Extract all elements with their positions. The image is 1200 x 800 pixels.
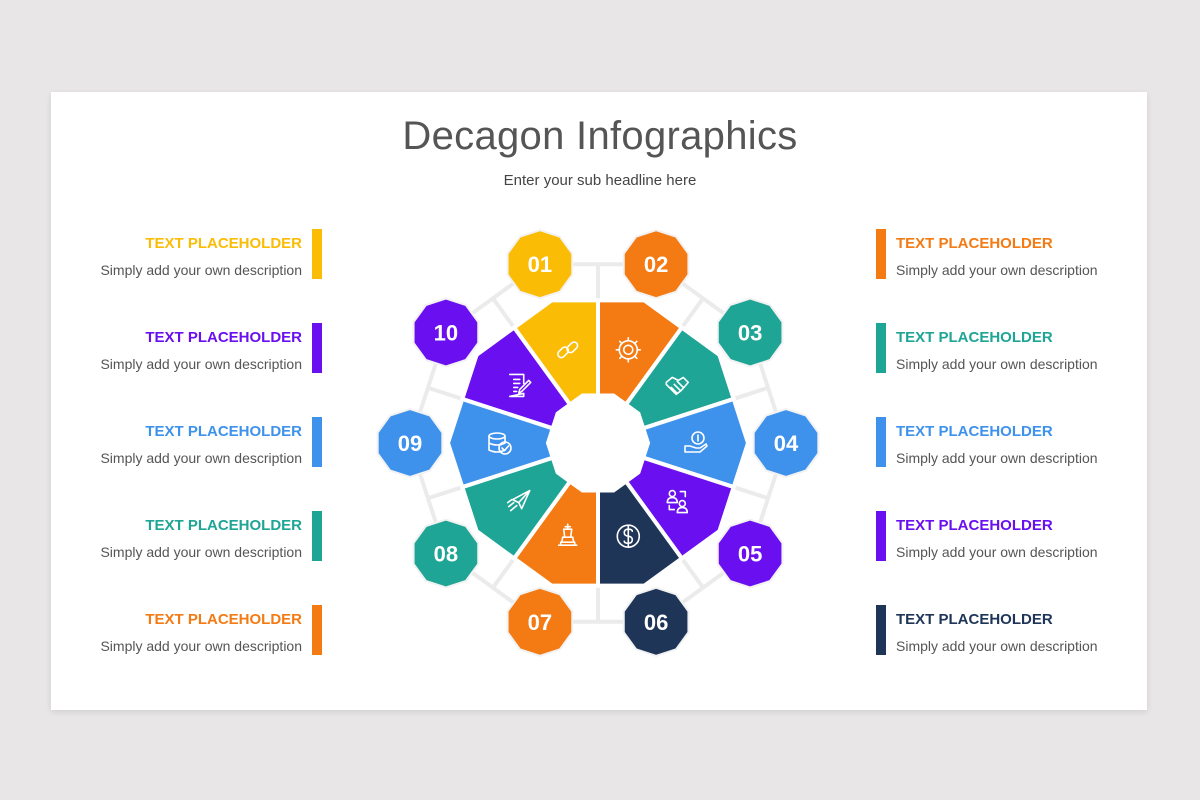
connector-line [427,385,463,401]
badge-number: 09 [398,431,422,456]
item-description: Simply add your own description [100,544,302,560]
page-subtitle: Enter your sub headline here [503,172,697,189]
item-title: TEXT PLACEHOLDER [896,611,1053,628]
color-bar [312,605,322,655]
badge-number: 07 [528,610,552,635]
badge-10: 10 [412,297,480,368]
gear-wrench-icon [615,336,642,363]
badge-decagon [622,229,690,300]
dollar-circle-icon [616,524,641,549]
color-bar [876,229,886,279]
connector-line [733,485,769,501]
color-bar [876,605,886,655]
item-description: Simply add your own description [100,262,302,278]
badge-number: 06 [644,610,668,635]
badge-08: 08 [412,518,480,589]
item-title: TEXT PLACEHOLDER [145,423,302,440]
item-title: TEXT PLACEHOLDER [145,611,302,628]
badge-01: 01 [506,229,574,300]
badge-decagon [716,297,784,368]
badge-decagon [412,297,480,368]
connector-line [680,297,705,329]
item-description: Simply add your own description [100,638,302,654]
badge-decagon [622,586,690,657]
badge-number: 10 [434,320,458,345]
badge-04: 04 [752,407,820,479]
color-bar [312,229,322,279]
paper-plane-icon [506,489,531,512]
page-title: Decagon Infographics [402,114,798,158]
item-title: TEXT PLACEHOLDER [896,329,1053,346]
right-item-4: TEXT PLACEHOLDER Simply add your own des… [876,511,1136,563]
right-item-3: TEXT PLACEHOLDER Simply add your own des… [876,417,1136,469]
badge-decagon [506,586,574,657]
connector-line [427,485,463,501]
badge-number: 05 [738,542,762,567]
document-edit-icon [508,373,532,398]
badge-number: 01 [528,252,552,277]
item-description: Simply add your own description [100,356,302,372]
item-title: TEXT PLACEHOLDER [896,517,1053,534]
badge-decagon [376,407,444,479]
chess-king-icon [557,523,578,547]
badge-decagon [506,229,574,300]
hand-coin-icon [684,431,708,453]
color-bar [312,511,322,561]
left-item-1: TEXT PLACEHOLDER Simply add your own des… [62,229,322,281]
item-description: Simply add your own description [896,262,1098,278]
database-check-icon [488,432,512,455]
left-item-5: TEXT PLACEHOLDER Simply add your own des… [62,605,322,657]
item-description: Simply add your own description [896,356,1098,372]
item-description: Simply add your own description [896,638,1098,654]
color-bar [312,323,322,373]
item-description: Simply add your own description [100,450,302,466]
badge-number: 04 [774,431,799,456]
item-title: TEXT PLACEHOLDER [145,329,302,346]
number-badges: 01 02 03 04 05 06 07 08 09 10 [376,229,820,657]
left-item-3: TEXT PLACEHOLDER Simply add your own des… [62,417,322,469]
left-item-2: TEXT PLACEHOLDER Simply add your own des… [62,323,322,375]
item-description: Simply add your own description [896,544,1098,560]
wedge-icons [488,336,708,549]
connector-line [491,557,516,589]
badge-05: 05 [716,518,784,589]
connector-line [491,297,516,329]
center-hole-decagon [548,395,648,491]
connector-line [733,385,769,401]
link-chain-icon [557,341,579,359]
badge-decagon [716,518,784,589]
badge-number: 03 [738,320,762,345]
color-bar [876,417,886,467]
connector-line [680,557,705,589]
item-title: TEXT PLACEHOLDER [896,235,1053,252]
badge-07: 07 [506,586,574,657]
badge-number: 08 [434,542,458,567]
item-title: TEXT PLACEHOLDER [896,423,1053,440]
color-bar [876,323,886,373]
badge-06: 06 [622,586,690,657]
badge-number: 02 [644,252,668,277]
item-title: TEXT PLACEHOLDER [145,235,302,252]
right-item-5: TEXT PLACEHOLDER Simply add your own des… [876,605,1136,657]
badge-09: 09 [376,407,444,479]
left-item-4: TEXT PLACEHOLDER Simply add your own des… [62,511,322,563]
item-description: Simply add your own description [896,450,1098,466]
user-exchange-icon [666,489,689,514]
badge-03: 03 [716,297,784,368]
right-item-2: TEXT PLACEHOLDER Simply add your own des… [876,323,1136,375]
handshake-icon [665,376,690,396]
badge-decagon [752,407,820,479]
badge-decagon [412,518,480,589]
color-bar [876,511,886,561]
color-bar [312,417,322,467]
item-title: TEXT PLACEHOLDER [145,517,302,534]
center-hole [548,395,648,491]
right-item-1: TEXT PLACEHOLDER Simply add your own des… [876,229,1136,281]
badge-02: 02 [622,229,690,300]
